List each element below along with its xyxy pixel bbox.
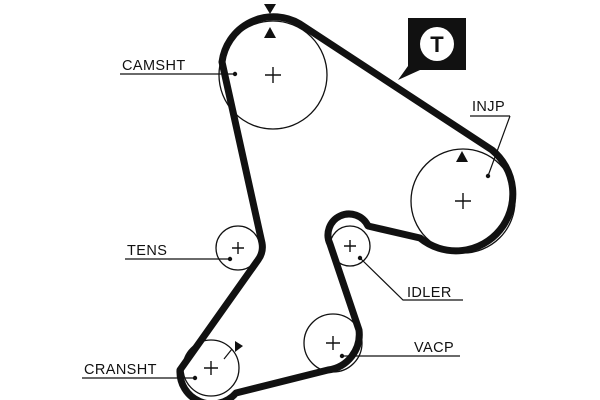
timing-mark-injection-pump-icon [456,151,468,162]
timing-mark-top-icon [264,4,276,14]
vacuum-pump-label: VACP [414,340,454,356]
timing-belt [176,13,517,400]
camshaft-pulley [218,4,328,130]
t-badge-letter: T [430,32,444,57]
camshaft-label: CAMSHT [122,58,186,74]
idler-pulley [329,225,371,267]
injection-pump-label: INJP [472,99,505,115]
idler-leader [359,257,463,301]
t-callout-badge: T [398,18,466,80]
injection-pump-pulley [410,148,516,254]
timing-mark-camshaft-icon [264,27,276,38]
tensioner-pulley [215,225,261,271]
timing-mark-crankshaft-icon [235,341,243,352]
injection-pump-leader [470,115,511,177]
tensioner-label: TENS [127,243,167,259]
crankshaft-label: CRANSHT [84,362,157,378]
idler-label: IDLER [407,285,452,301]
crankshaft-pulley [182,339,243,397]
vacuum-pump-pulley [303,313,363,373]
